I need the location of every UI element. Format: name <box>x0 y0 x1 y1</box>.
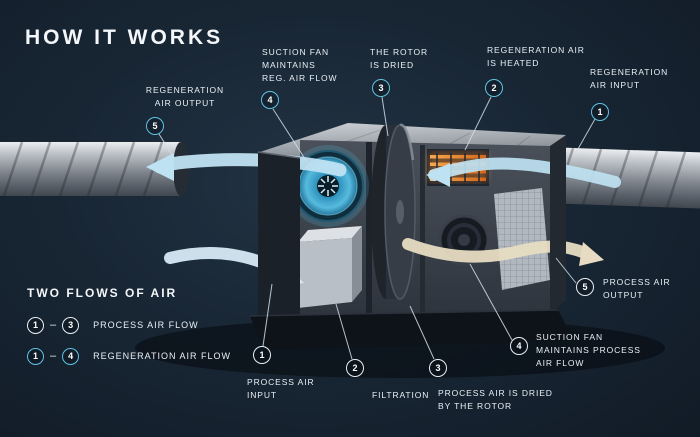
callout-num-regeneration-input: 1 <box>591 103 609 121</box>
callout-num-regeneration-heated: 2 <box>485 79 503 97</box>
regeneration-air-flow-arrows <box>146 153 621 188</box>
page-title: HOW IT WORKS <box>25 26 224 49</box>
legend-title: TWO FLOWS OF AIR <box>27 286 178 300</box>
machine-right-panel <box>550 135 566 314</box>
callout-label-rotor-dried: THE ROTOR IS DRIED <box>370 47 429 71</box>
callout-num-filtration: 2 <box>346 359 364 377</box>
callout-num-rotor-dried: 3 <box>372 79 390 97</box>
callout-num-process-output: 5 <box>576 278 594 296</box>
legend-circle-regeneration-end: 4 <box>62 347 80 365</box>
legend-circle-regeneration-start: 1 <box>27 347 44 365</box>
callout-label-process-dried: PROCESS AIR IS DRIED BY THE ROTOR <box>438 388 553 412</box>
callout-num-regeneration-output: 5 <box>146 117 164 135</box>
callout-label-regeneration-air-output: REGENERATION AIR OUTPUT <box>145 85 225 109</box>
legend-circle-process-end: 3 <box>62 316 80 334</box>
callout-lines <box>158 96 596 360</box>
callout-label-suction-fan-reg: SUCTION FAN MAINTAINS REG. AIR FLOW <box>262 47 338 84</box>
callout-label-process-air-output: PROCESS AIR OUTPUT <box>603 277 671 301</box>
legend-label-regeneration-flow: REGENERATION AIR FLOW <box>93 351 231 361</box>
legend-label-process-flow: PROCESS AIR FLOW <box>93 320 199 330</box>
callout-label-regeneration-air-input: REGENERATION AIR INPUT <box>590 67 669 91</box>
legend-dash: – <box>50 350 57 362</box>
legend-row-process-flow: 1 – 3 PROCESS AIR FLOW <box>27 314 231 336</box>
legend: TWO FLOWS OF AIR 1 – 3 PROCESS AIR FLOW … <box>27 286 231 376</box>
callout-num-suction-fan-process: 4 <box>510 337 528 355</box>
machine-front-panel <box>258 152 300 330</box>
machine-base <box>250 310 574 350</box>
rotor <box>371 123 416 300</box>
callout-label-filtration: FILTRATION <box>372 390 430 400</box>
callout-label-suction-fan-process: SUCTION FAN MAINTAINS PROCESS AIR FLOW <box>536 332 641 369</box>
callout-label-regeneration-heated: REGENERATION AIR IS HEATED <box>487 45 585 69</box>
mesh-panel <box>494 188 550 290</box>
filter-box <box>298 226 362 308</box>
callout-num-suction-fan-reg: 4 <box>261 91 279 109</box>
callout-num-process-input: 1 <box>253 346 271 364</box>
legend-row-regeneration-flow: 1 – 4 REGENERATION AIR FLOW <box>27 345 231 367</box>
machine-body <box>146 123 621 350</box>
legend-dash: – <box>50 319 57 331</box>
legend-circle-process-start: 1 <box>27 316 44 334</box>
callout-label-process-air-input: PROCESS AIR INPUT <box>247 377 315 401</box>
callout-num-process-dried: 3 <box>429 359 447 377</box>
